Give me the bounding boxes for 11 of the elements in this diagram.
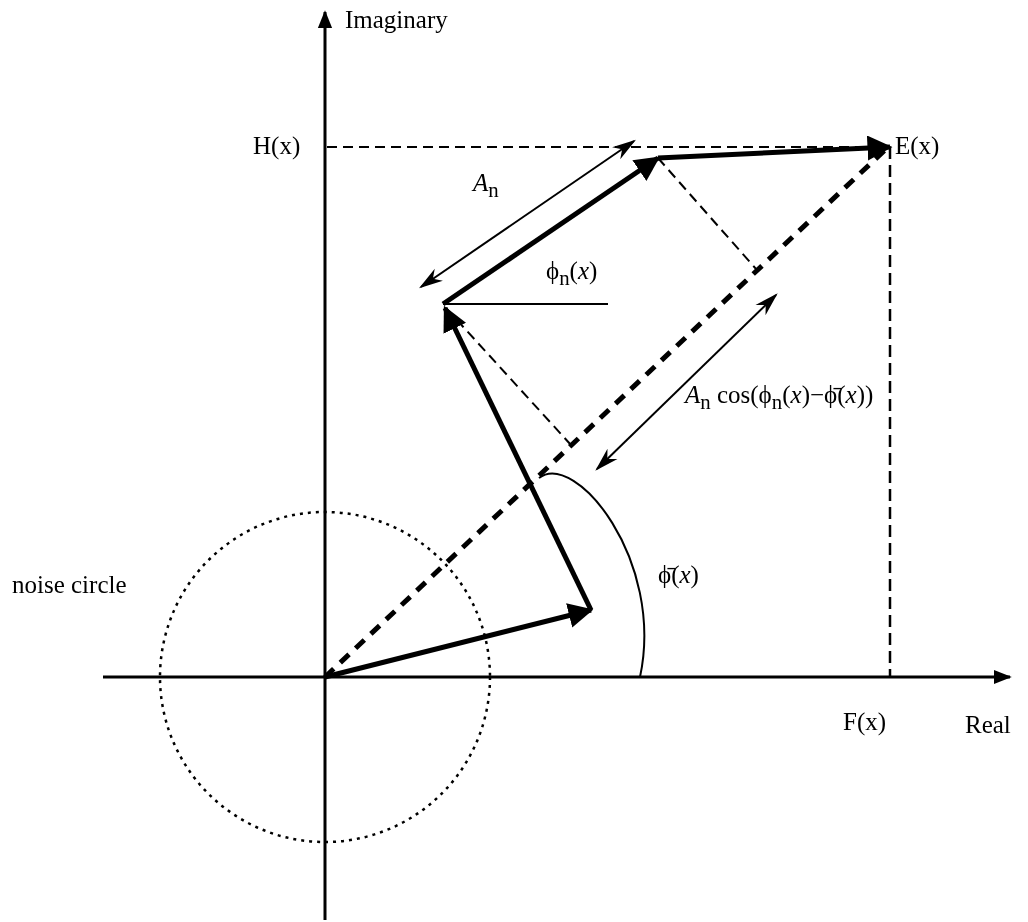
noise-circle xyxy=(158,510,492,844)
projection-label: A$_{n}$ cos(ϕ$_{n}$(x)−ϕ̄(x)) xyxy=(685,380,874,416)
angle-label: ϕ̄(x) xyxy=(658,560,699,590)
axis-value-label: F(x) xyxy=(843,707,887,737)
axis-label: Real xyxy=(965,710,1011,740)
magnitude-label: A$_{n}$ xyxy=(473,168,499,204)
point-label: E(x) xyxy=(895,131,940,161)
axis-value-label: H(x) xyxy=(253,131,301,161)
axis-label: Imaginary xyxy=(345,5,448,35)
phase-label: ϕ$_{n}$(x) xyxy=(546,256,598,292)
circle-label: noise circle xyxy=(12,570,127,600)
